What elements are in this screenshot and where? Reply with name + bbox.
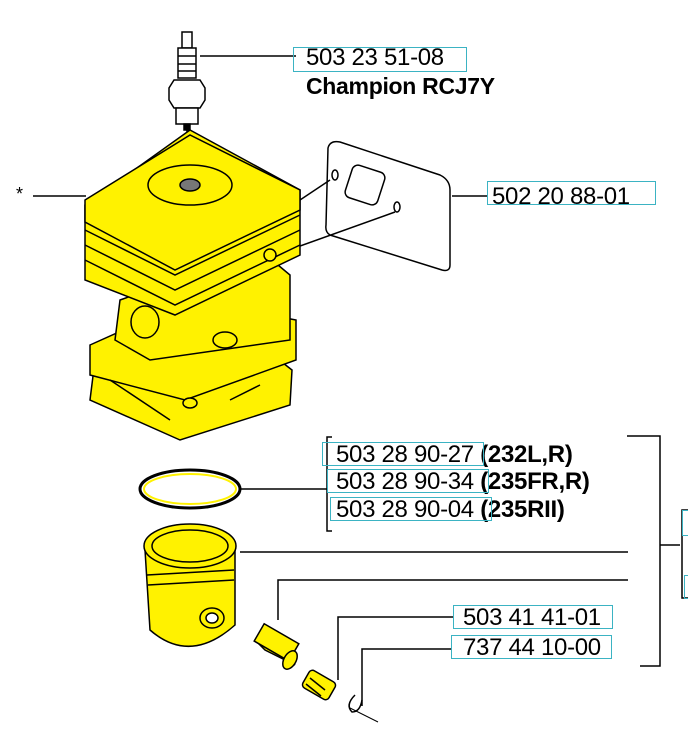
spark-plug-note: Champion RCJ7Y <box>306 73 495 99</box>
part-hotspot[interactable] <box>327 469 489 493</box>
clipped-part-hotspot[interactable] <box>682 510 688 536</box>
model-list: (232L,R) <box>480 441 573 468</box>
part-number: 503 28 90-04 <box>336 496 474 523</box>
spark-plug-part-link[interactable]: 503 23 51-08 <box>293 44 467 72</box>
cylinder-marker: * <box>16 184 23 204</box>
bracket-set <box>627 435 661 667</box>
piston-kit-235rii-link[interactable]: 503 28 90-04 (235RII) <box>330 496 565 523</box>
leader-bearing <box>337 616 453 680</box>
leader-circlip <box>361 648 451 706</box>
piston-icon <box>143 523 237 648</box>
part-hotspot[interactable] <box>451 635 612 659</box>
needle-bearing-icon <box>301 669 337 701</box>
clipped-part-hotspot[interactable] <box>684 575 688 599</box>
spark-plug-icon <box>168 31 206 190</box>
model-list: (235FR,R) <box>480 468 590 495</box>
part-hotspot[interactable] <box>453 605 613 629</box>
cylinder-icon <box>84 129 301 441</box>
part-hotspot[interactable] <box>322 442 484 466</box>
part-hotspot[interactable] <box>330 497 492 521</box>
part-number: 503 28 90-34 <box>336 468 474 495</box>
piston-pin-icon <box>253 622 300 670</box>
needle-bearing-part-link[interactable]: 503 41 41-01 <box>453 604 613 631</box>
part-number: 503 41 41-01 <box>463 604 601 631</box>
model-list: (235RII) <box>480 496 565 523</box>
piston-ring-icon <box>138 468 242 510</box>
gasket-icon <box>274 140 451 272</box>
circlip-part-link[interactable]: 737 44 10-00 <box>451 634 612 661</box>
part-number: 503 23 51-08 <box>306 44 444 71</box>
gasket-part-link[interactable]: 502 20 88-01 <box>487 181 656 209</box>
part-hotspot[interactable] <box>487 181 656 205</box>
part-number: 503 28 90-27 <box>336 441 474 468</box>
piston-kit-232-link[interactable]: 503 28 90-27 (232L,R) <box>322 441 573 468</box>
circlip-icon <box>348 694 379 723</box>
part-hotspot[interactable] <box>293 47 467 72</box>
part-number: 737 44 10-00 <box>463 634 601 661</box>
piston-kit-235fr-link[interactable]: 503 28 90-34 (235FR,R) <box>327 468 590 495</box>
leader-pin <box>277 579 628 620</box>
